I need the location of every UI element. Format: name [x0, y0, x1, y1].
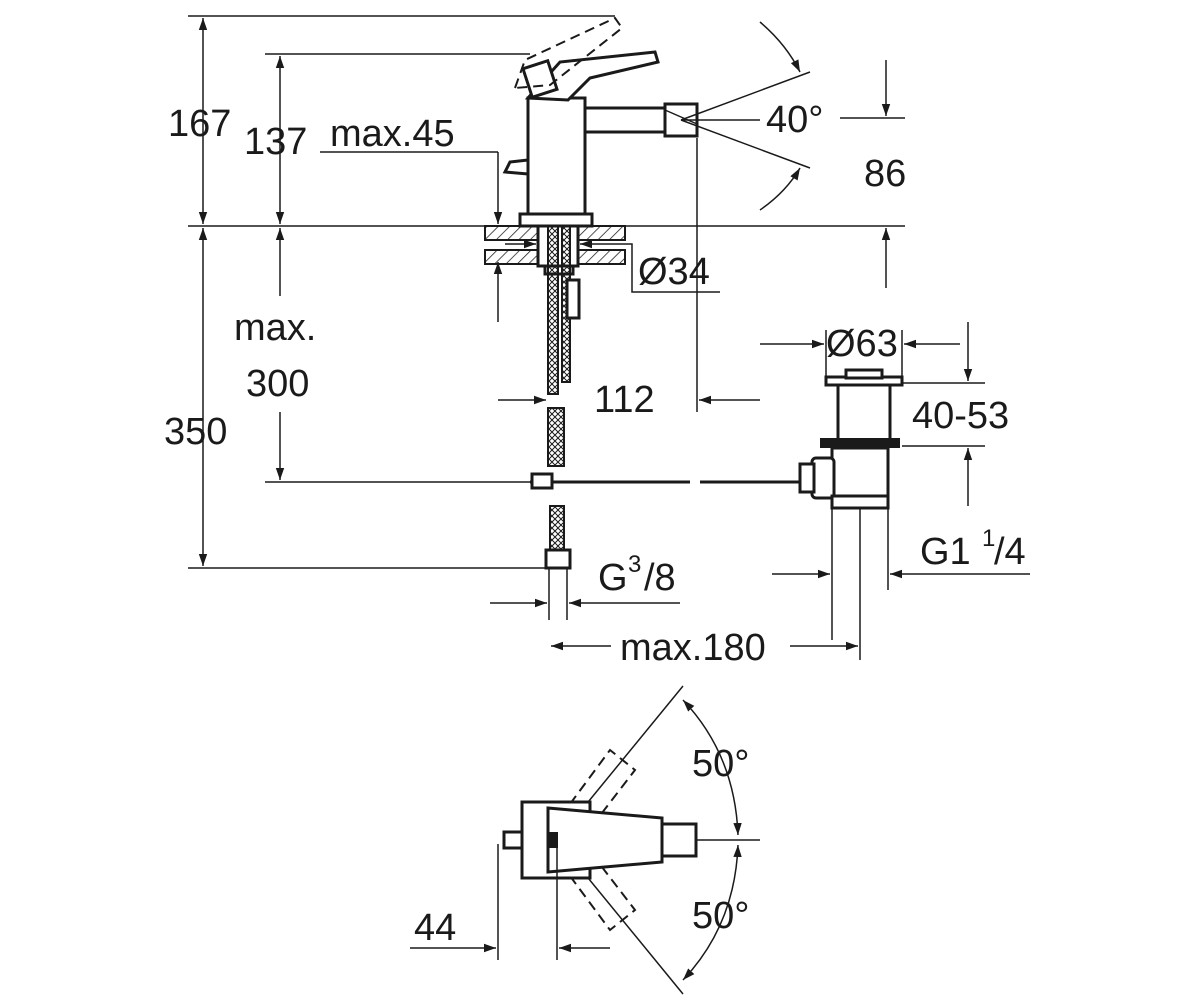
- plan-faucet-lever: [546, 806, 664, 874]
- faucet-base-plate: [518, 212, 594, 228]
- supply-hose-end: [549, 505, 565, 551]
- popup-rod-knob: [502, 158, 530, 176]
- waste-pivot-nut: [798, 462, 816, 494]
- plan-lever-center-mark: [548, 832, 558, 848]
- label-g1: G1: [920, 531, 971, 573]
- label-max-45: max.45: [330, 113, 455, 155]
- plan-spray-nozzle: [660, 822, 698, 858]
- faucet-body: [526, 96, 587, 218]
- waste-tail-ring: [830, 494, 890, 510]
- label-50-degrees-upper: 50°: [692, 743, 749, 785]
- spray-angle-upper-line: [680, 71, 811, 121]
- label-112: 112: [594, 379, 655, 421]
- supply-hose-left: [547, 225, 559, 395]
- label-diameter-63: Ø63: [826, 323, 898, 365]
- elevation-view: 167 137 max.45 40° 86 Ø34 max. 300 350 1…: [164, 15, 1030, 669]
- nozzle-detail: [664, 109, 698, 125]
- diameter-34-leader: [612, 243, 720, 293]
- waste-lower-body: [830, 446, 890, 498]
- label-g: G: [598, 557, 628, 599]
- label-max-180: max.180: [620, 627, 766, 669]
- label-137: 137: [244, 121, 307, 163]
- label-g-denominator: /8: [644, 557, 676, 599]
- label-167: 167: [168, 103, 231, 145]
- label-g1-denominator: /4: [994, 531, 1026, 573]
- supply-hose-lower: [547, 407, 565, 467]
- plan-swivel-outline-upper: [569, 748, 637, 823]
- label-diameter-34: Ø34: [638, 251, 710, 293]
- label-max: max.: [234, 307, 316, 349]
- plan-swivel-outline-lower: [569, 857, 637, 932]
- waste-plug: [844, 368, 884, 380]
- lever-raised-outline: [513, 16, 624, 90]
- lever-cap: [521, 58, 559, 100]
- waste-lock-nut: [820, 438, 900, 448]
- spray-angle-arc-lower: [759, 167, 801, 211]
- popup-rod-clamp: [565, 278, 581, 320]
- plan-popup-knob: [502, 830, 524, 850]
- plan-angle-arc-lower: [682, 844, 742, 981]
- spray-angle-arc-upper: [759, 21, 801, 73]
- label-g-numerator: 3: [628, 551, 641, 578]
- label-40-53: 40-53: [912, 395, 1009, 437]
- label-40-degrees: 40°: [766, 99, 823, 141]
- label-g1-numerator: 1: [982, 525, 995, 552]
- label-86: 86: [864, 153, 906, 195]
- plan-view: 50° 50° 44: [410, 685, 760, 995]
- spout-arm: [583, 106, 667, 134]
- label-300: 300: [246, 363, 309, 405]
- plan-angle-arc-upper: [682, 699, 742, 836]
- label-350: 350: [164, 411, 227, 453]
- linkage-clamp: [530, 472, 554, 490]
- label-44: 44: [414, 907, 456, 949]
- spray-angle-lower-line: [680, 119, 811, 169]
- waste-upper-body: [836, 383, 892, 442]
- label-50-degrees-lower: 50°: [692, 895, 749, 937]
- supply-fitting: [544, 548, 572, 570]
